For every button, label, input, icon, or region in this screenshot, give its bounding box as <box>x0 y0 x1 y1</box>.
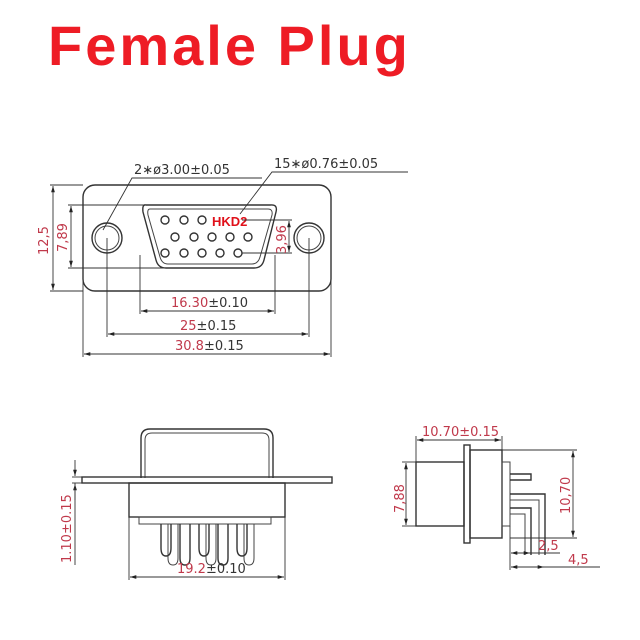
shell-side <box>415 461 465 527</box>
body-width-label: 19.2±0.10 <box>177 562 246 577</box>
hole-spacing-label: 25±0.15 <box>180 319 236 334</box>
pin-leader <box>239 171 408 215</box>
side-view: 10.70±0.15 7,88 10,70 2,5 4,5 <box>393 425 600 570</box>
pin-profiles <box>160 524 255 566</box>
height-outer-label: 12,5 <box>37 226 52 255</box>
depth-label: 10.70±0.15 <box>422 425 499 440</box>
d-shell-inner <box>147 208 273 265</box>
total-height-label: 10,70 <box>559 477 574 514</box>
pin-offset-1-label: 2,5 <box>538 539 559 554</box>
d-shell-outer <box>142 204 278 269</box>
mount-hole-leader <box>102 177 262 231</box>
pin-leads-side <box>510 473 546 555</box>
flange-thickness-label: 1.10±0.15 <box>60 494 75 563</box>
flange-width-label: 30.8±0.15 <box>175 339 244 354</box>
shell-profile <box>140 428 274 478</box>
flange-outline <box>82 184 332 292</box>
body-profile <box>128 482 286 518</box>
body-side <box>469 449 503 539</box>
pin-grid <box>160 215 253 258</box>
front-view: HKD2 2∗ø3.00±0.05 15∗ø0.76±0.05 12,5 7,8… <box>37 157 408 357</box>
brand-mark: HKD2 <box>212 214 247 229</box>
page-title: Female Plug <box>48 14 411 77</box>
pin-callout: 15∗ø0.76±0.05 <box>274 157 378 172</box>
pin-pitch-label: 3,96 <box>275 225 290 254</box>
bottom-view: 19.2±0.10 1.10±0.15 <box>60 428 333 580</box>
shell-width-label: 16.30±0.10 <box>171 296 248 311</box>
height-shell-label: 7,89 <box>56 223 71 252</box>
flange-side <box>463 444 471 544</box>
shell-height-label: 7,88 <box>393 484 408 513</box>
pin-offset-2-label: 4,5 <box>568 553 589 568</box>
mount-hole-callout: 2∗ø3.00±0.05 <box>134 163 230 178</box>
flange-profile <box>81 476 333 484</box>
